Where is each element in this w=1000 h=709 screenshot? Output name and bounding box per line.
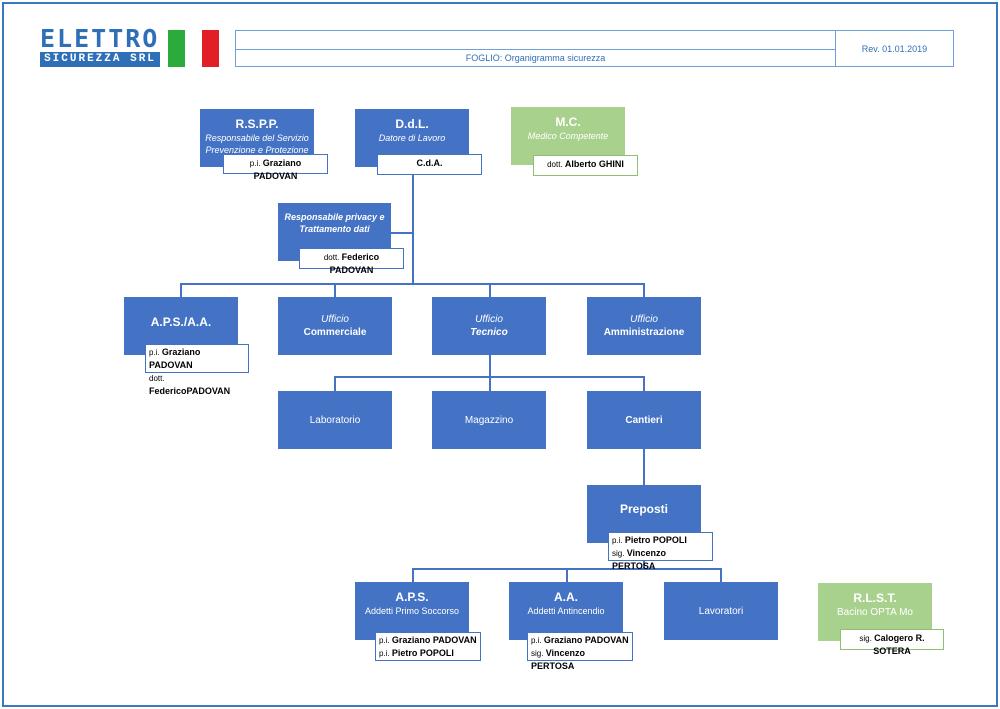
rlst-name: Calogero R. SOTERA [873,633,925,656]
mc-prefix: dott. [547,160,563,169]
sheet-title: FOGLIO: Organigramma sicurezza [465,53,606,63]
aps-title: A.P.S. [395,590,429,604]
connector-line [489,283,491,297]
connector-line [566,568,568,582]
italian-flag-white [185,30,202,67]
magazzino-label: Magazzino [464,414,514,426]
ddl-cda: C.d.A. [416,158,443,168]
connector-line [180,283,182,297]
amministrazione-line-1: Ufficio [630,314,658,325]
laboratorio-label: Laboratorio [309,414,361,426]
aa-prefix-1: p.i. [531,636,542,645]
apsaa-name-label: p.i. Graziano PADOVAN dott. FedericoPADO… [145,344,249,396]
connector-line [412,175,414,285]
mc-name: Alberto GHINI [564,159,624,169]
preposti-name-2: Vincenzo PERTOSA [612,548,667,571]
mc-title: M.C. [555,115,581,129]
mc-subtitle: Medico Competente [527,131,609,141]
italian-flag-green [168,30,185,67]
privacy-prefix: dott. [323,253,340,262]
privacy-subtitle-2: Trattamento dati [299,224,370,234]
magazzino-box: Magazzino [432,391,546,449]
lavoratori-label: Lavoratori [698,605,744,617]
aa-name-1: Graziano PADOVAN [543,635,629,645]
privacy-subtitle-1: Responsabile privacy e [284,212,385,222]
rspp-title: R.S.P.P. [235,117,279,131]
rspp-name-label: p.i. Graziano PADOVAN [223,154,328,181]
aa-prefix-2: sig. [531,649,544,658]
connector-line [643,449,645,485]
aps-name-1: Graziano PADOVAN [391,635,477,645]
header-row-divider [236,49,835,68]
ddl-subtitle: Datore di Lavoro [378,133,446,143]
aps-box: A.P.S. Addetti Primo Soccorso [355,582,469,640]
amministrazione-line-2: Amministrazione [603,327,685,338]
apsaa-prefix-2: dott. [149,374,165,383]
mc-name-label: dott. Alberto GHINI [533,155,638,176]
lavoratori-box: Lavoratori [664,582,778,640]
preposti-title: Preposti [619,501,668,516]
connector-line [412,568,414,582]
rspp-subtitle-2: Prevenzione e Protezione [205,145,309,155]
apsaa-name-1: Graziano PADOVAN [149,347,201,370]
logo-wordmark: ELETTRO [40,24,160,53]
privacy-name-label: dott. Federico PADOVAN [299,248,404,275]
aps-name-label: p.i. Graziano PADOVAN p.i. Pietro POPOLI [375,632,481,661]
tecnico-line-1: Ufficio [475,314,503,325]
ufficio-tecnico-box: Ufficio Tecnico [432,297,546,355]
aps-subtitle: Addetti Primo Soccorso [364,606,460,616]
aa-box: A.A. Addetti Antincendio [509,582,623,640]
connector-line [720,568,722,582]
apsaa-prefix-1: p.i. [149,348,160,357]
preposti-prefix-2: sig. [612,549,625,558]
apsaa-title: A.P.S./A.A. [150,314,212,329]
connector-line [643,376,645,391]
aa-name-label: p.i. Graziano PADOVAN sig. Vincenzo PERT… [527,632,633,671]
privacy-name: Federico PADOVAN [329,252,380,275]
connector-line [334,376,336,391]
laboratorio-box: Laboratorio [278,391,392,449]
commerciale-line-2: Commerciale [303,327,367,338]
apsaa-name-2: FedericoPADOVAN [149,386,231,396]
connector-line [643,561,645,569]
rlst-prefix: sig. [859,634,872,643]
connector-line [334,283,336,297]
cantieri-box: Cantieri [587,391,701,449]
connector-line [489,376,491,391]
aps-prefix-1: p.i. [379,636,390,645]
header-col-divider [835,31,836,67]
rspp-name: Graziano PADOVAN [253,158,302,181]
revision-label: Rev. 01.01.2019 [861,44,928,54]
rspp-prefix: p.i. [249,159,261,168]
italian-flag-red [202,30,219,67]
preposti-name-1: Pietro POPOLI [624,535,687,545]
connector-line [391,232,413,234]
ddl-title: D.d.L. [395,117,429,131]
ufficio-commerciale-box: Ufficio Commerciale [278,297,392,355]
preposti-prefix-1: p.i. [612,536,623,545]
aa-subtitle: Addetti Antincendio [527,606,605,616]
ufficio-amministrazione-box: Ufficio Amministrazione [587,297,701,355]
aa-name-2: Vincenzo PERTOSA [531,648,586,671]
preposti-name-label: p.i. Pietro POPOLI sig. Vincenzo PERTOSA [608,532,713,571]
aps-prefix-2: p.i. [379,649,390,658]
rlst-name-label: sig. Calogero R. SOTERA [840,629,944,656]
rspp-subtitle-1: Responsabile del Servizio [205,133,309,143]
aps-name-2: Pietro POPOLI [391,648,454,658]
header-table: FOGLIO: Organigramma sicurezza Rev. 01.0… [235,30,954,67]
commerciale-line-1: Ufficio [321,314,349,325]
connector-line [489,355,491,377]
rlst-subtitle: Bacino OPTA Mo [837,607,913,618]
aa-title: A.A. [554,590,578,604]
rlst-title: R.L.S.T. [853,591,897,605]
connector-line [180,283,645,285]
ddl-name-label: C.d.A. [377,154,482,175]
logo-subtitle: SICUREZZA SRL [40,52,160,67]
tecnico-line-2: Tecnico [470,327,508,338]
cantieri-label: Cantieri [625,414,663,426]
connector-line [643,283,645,297]
